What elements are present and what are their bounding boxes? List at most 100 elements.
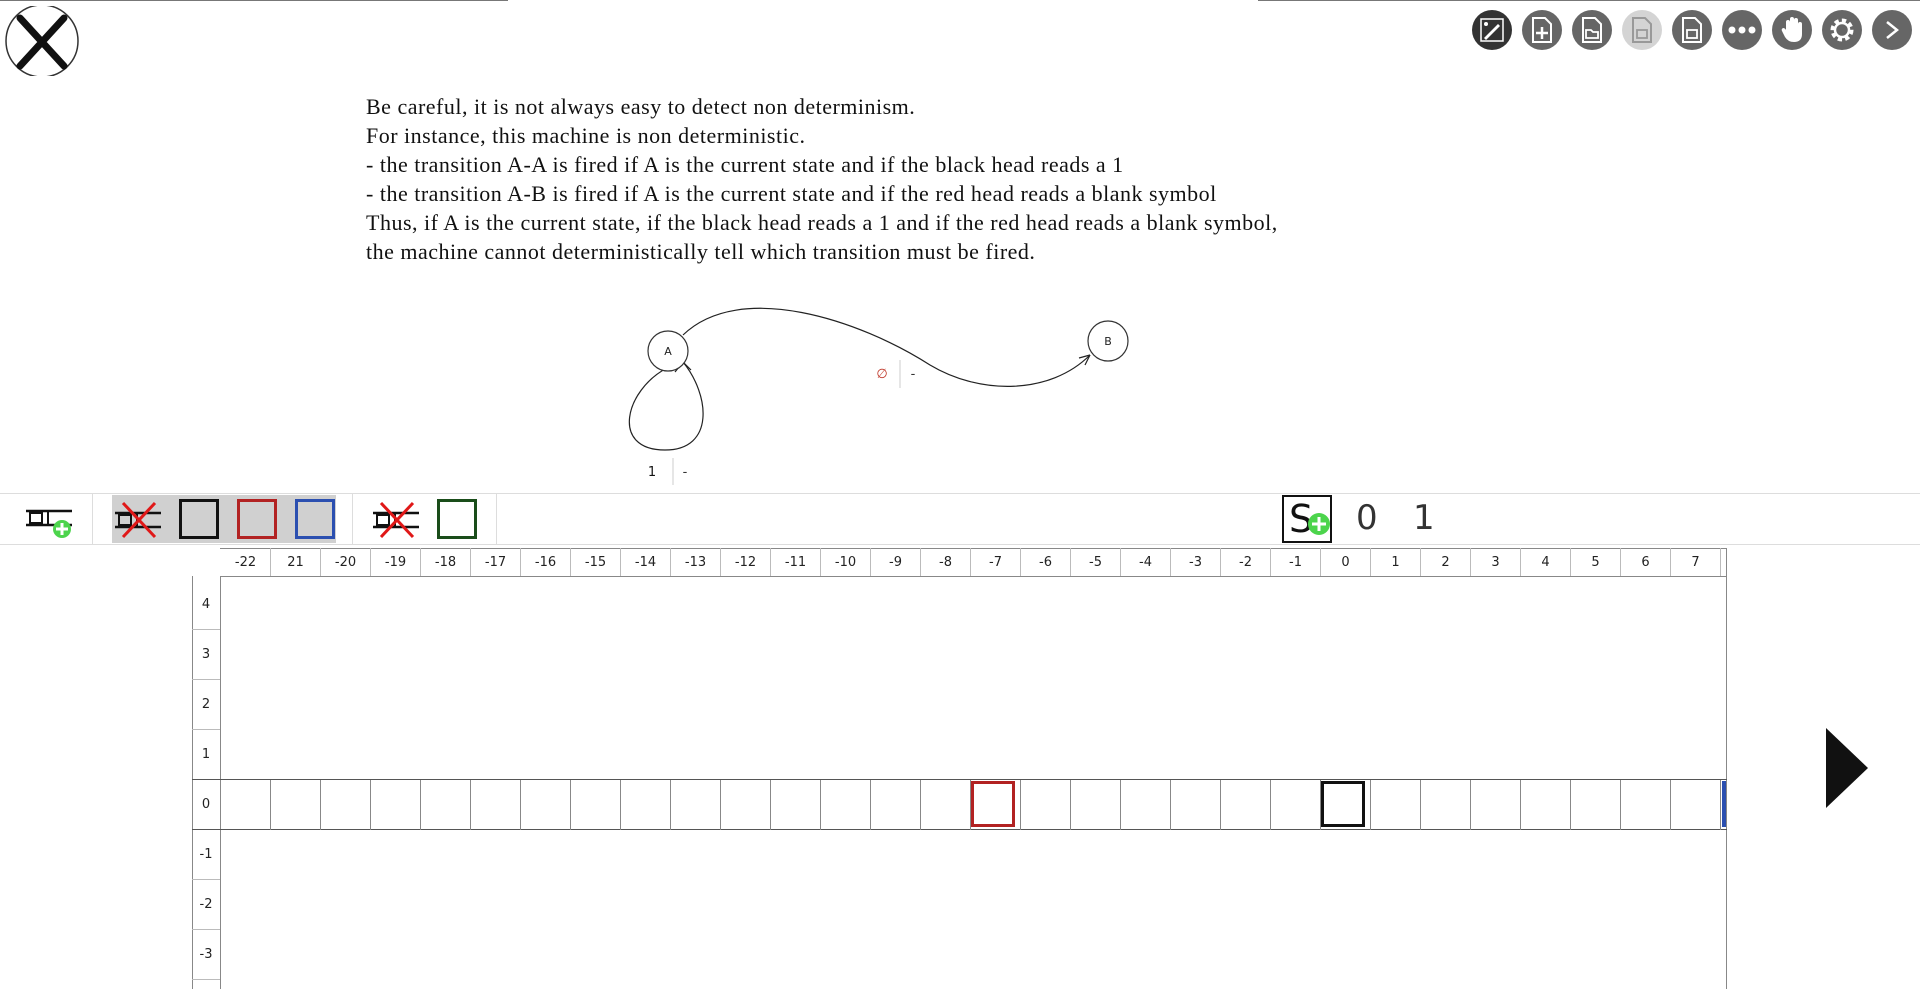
text-line: Be careful, it is not always easy to det…	[366, 94, 916, 119]
tape-cell[interactable]	[1371, 780, 1421, 830]
tape-cell[interactable]	[971, 780, 1021, 830]
save-as-button[interactable]	[1672, 10, 1712, 50]
save-button[interactable]	[1622, 10, 1662, 50]
head-black-button[interactable]	[176, 495, 222, 543]
tape-bottom-edge	[192, 829, 1727, 830]
ruler-bottom-border	[220, 576, 1727, 577]
state-a	[647, 330, 689, 372]
edge-read-label: ∅	[876, 367, 887, 382]
hand-icon	[1781, 17, 1802, 42]
tape-cell[interactable]	[1071, 780, 1121, 830]
tape-top-edge	[192, 779, 1727, 780]
remove-head-button[interactable]	[370, 495, 424, 543]
top-divider-right	[1258, 0, 1920, 1]
open-file-button[interactable]	[1572, 10, 1612, 50]
column-label: 6	[1621, 548, 1671, 576]
hand-button[interactable]	[1772, 10, 1812, 50]
column-label: -7	[971, 548, 1021, 576]
tape-cell[interactable]	[1271, 780, 1321, 830]
column-label: -15	[571, 548, 621, 576]
state-b-label: B	[1104, 335, 1112, 348]
tape-cell[interactable]	[1421, 780, 1471, 830]
next-button[interactable]	[1872, 10, 1912, 50]
column-label: -22	[221, 548, 271, 576]
tape-cell[interactable]	[1571, 780, 1621, 830]
column-label: -19	[371, 548, 421, 576]
edge-write-label: -	[911, 367, 916, 382]
tape-cell[interactable]	[471, 780, 521, 830]
tape-cell[interactable]	[871, 780, 921, 830]
column-label: 2	[1421, 548, 1471, 576]
column-label: 3	[1471, 548, 1521, 576]
tape-cell[interactable]	[1121, 780, 1171, 830]
column-label: 4	[1521, 548, 1571, 576]
column-label: -14	[621, 548, 671, 576]
tape-cell[interactable]	[921, 780, 971, 830]
symbol-1[interactable]: 1	[1413, 498, 1435, 538]
remove-head-icon	[373, 501, 419, 539]
row-label: -2	[192, 880, 220, 930]
close-icon	[5, 4, 79, 78]
add-tape-button[interactable]	[20, 495, 80, 543]
tape-cell[interactable]	[521, 780, 571, 830]
head-red-button[interactable]	[234, 495, 280, 543]
state-a-label: A	[664, 345, 672, 358]
text-line: - the transition A-B is fired if A is th…	[366, 181, 1217, 206]
column-label: 7	[1671, 548, 1721, 576]
tape-cell[interactable]	[1621, 780, 1671, 830]
tape-cell[interactable]	[1471, 780, 1521, 830]
text-line: - the transition A-A is fired if A is th…	[366, 152, 1124, 177]
top-divider-left	[0, 0, 508, 1]
tape-cell[interactable]	[1221, 780, 1271, 830]
tape-cell[interactable]	[1171, 780, 1221, 830]
open-file-icon	[1582, 17, 1602, 43]
tape-cell[interactable]	[1521, 780, 1571, 830]
close-button[interactable]	[4, 4, 79, 78]
head-green-swatch	[437, 499, 477, 539]
more-button[interactable]	[1722, 10, 1762, 50]
text-line: Thus, if A is the current state, if the …	[366, 210, 1278, 235]
column-label: 0	[1321, 548, 1371, 576]
column-label: -13	[671, 548, 721, 576]
symbol-0[interactable]: 0	[1356, 498, 1378, 538]
svg-text:S: S	[1289, 497, 1313, 541]
tape-cell[interactable]	[621, 780, 671, 830]
tape-cell[interactable]	[421, 780, 471, 830]
toolbar-top-border	[0, 493, 1920, 494]
tape-cell[interactable]	[771, 780, 821, 830]
row-label: 0	[192, 780, 220, 830]
head-green-button[interactable]	[434, 495, 480, 543]
tape-cell[interactable]	[371, 780, 421, 830]
tape-cell[interactable]	[271, 780, 321, 830]
state-diagram: A B ∅ - 1 -	[628, 307, 1129, 485]
column-label: -4	[1121, 548, 1171, 576]
head-blue-button[interactable]	[292, 495, 338, 543]
column-label: -17	[471, 548, 521, 576]
remove-tape-button[interactable]	[112, 495, 166, 543]
column-label: -6	[1021, 548, 1071, 576]
tape-cell[interactable]	[721, 780, 771, 830]
next-icon	[1886, 21, 1900, 39]
tape-cell[interactable]	[671, 780, 721, 830]
rows-left-border	[192, 576, 193, 989]
black-head[interactable]	[1321, 781, 1365, 827]
tape-cell[interactable]	[571, 780, 621, 830]
tape-cell[interactable]	[821, 780, 871, 830]
row-label: -3	[192, 930, 220, 980]
tape-cell[interactable]	[1021, 780, 1071, 830]
edit-button[interactable]	[1472, 10, 1512, 50]
add-symbol-button[interactable]: S	[1280, 494, 1334, 544]
toolbar-separator	[92, 494, 93, 544]
tape-cell[interactable]	[221, 780, 271, 830]
tape-cell[interactable]	[1321, 780, 1371, 830]
tape-cell[interactable]	[321, 780, 371, 830]
red-head[interactable]	[971, 781, 1015, 827]
tape-cell[interactable]	[1671, 780, 1721, 830]
head-black-swatch	[179, 499, 219, 539]
column-label: -3	[1171, 548, 1221, 576]
new-file-button[interactable]	[1522, 10, 1562, 50]
settings-button[interactable]	[1822, 10, 1862, 50]
loop-read-label: 1	[648, 465, 656, 480]
blue-head-edge[interactable]	[1722, 781, 1726, 827]
run-button[interactable]	[1826, 728, 1868, 808]
